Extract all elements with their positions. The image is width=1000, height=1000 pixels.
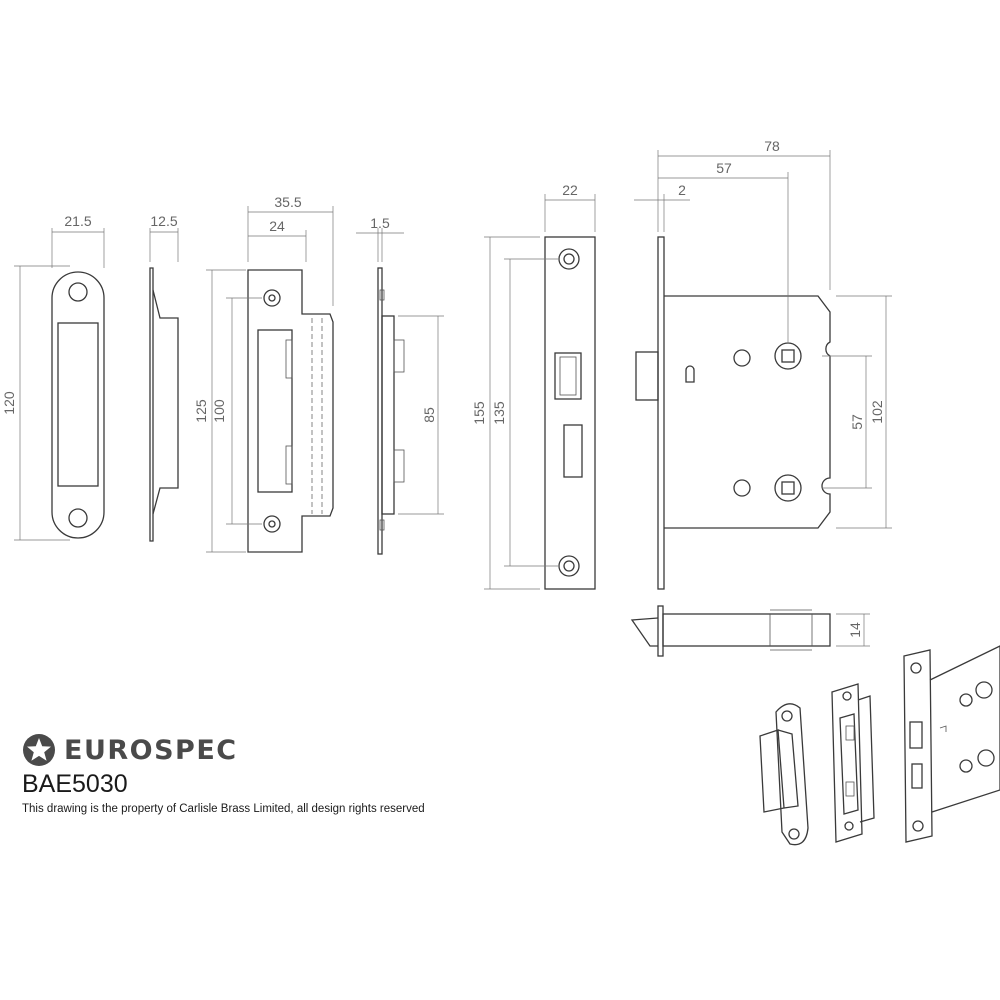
- keep-box-height-label: 85: [421, 407, 437, 423]
- brand-name: EUROSPEC: [64, 734, 238, 766]
- star-badge-icon: [23, 734, 55, 766]
- keep-inner-width-label: 24: [269, 218, 285, 234]
- brand-block: EUROSPEC: [22, 733, 238, 767]
- copyright-notice: This drawing is the property of Carlisle…: [22, 803, 425, 815]
- strike-plate-side-view: 12.5: [149, 213, 179, 542]
- lock-body-isometric: [903, 645, 1000, 843]
- forend-hole-centres-label: 135: [491, 401, 507, 425]
- model-number: BAE5030: [22, 770, 128, 798]
- keep-hole-centres-label: 100: [211, 399, 227, 423]
- keep-total-width-label: 35.5: [274, 194, 301, 210]
- lock-body-top-view: 14: [630, 605, 870, 657]
- spindle-centres-label: 57: [849, 414, 865, 430]
- case-height-label: 102: [869, 400, 885, 424]
- strike-height-label: 120: [1, 391, 17, 415]
- forend-thickness-label: 2: [678, 182, 686, 198]
- strike-width-label: 21.5: [64, 213, 91, 229]
- keep-front-view: 35.5 24 125 100: [193, 194, 334, 553]
- forend-front-view: 22 155 135: [471, 182, 596, 590]
- keep-height-label: 125: [193, 399, 209, 423]
- keep-side-view: 1.5 85: [356, 215, 444, 555]
- lock-body-side-view: 78 57 2 102 57: [634, 138, 892, 590]
- keep-thickness-label: 1.5: [370, 215, 390, 231]
- strike-depth-label: 12.5: [150, 213, 177, 229]
- forend-height-label: 155: [471, 401, 487, 425]
- strike-plate-isometric: [759, 703, 809, 846]
- case-thickness-label: 14: [847, 622, 863, 638]
- keep-isometric: [831, 683, 875, 843]
- case-depth-label: 78: [764, 138, 780, 154]
- backset-label: 57: [716, 160, 732, 176]
- strike-plate-front-view: 21.5 120: [1, 213, 105, 541]
- forend-width-label: 22: [562, 182, 578, 198]
